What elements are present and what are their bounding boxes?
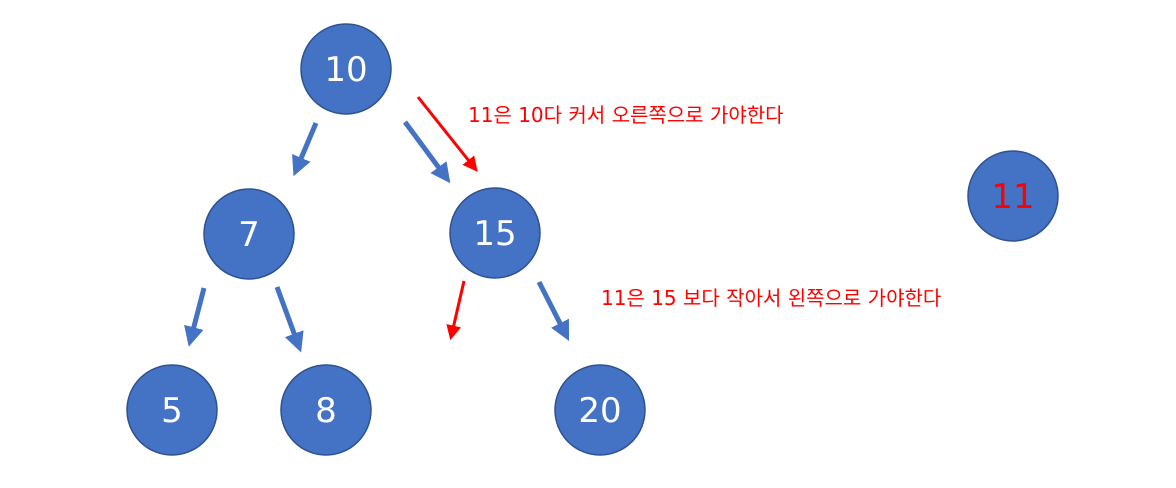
edge-10-to-7-arrow (292, 122, 319, 177)
node-11-label: 11 (991, 177, 1034, 217)
node-5: 5 (126, 364, 218, 456)
annotation-step-2: 11은 15 보다 작아서 왼쪽으로 가야한다 (601, 286, 941, 310)
node-7: 7 (203, 188, 295, 280)
node-8-label: 8 (315, 391, 337, 431)
node-11-to-insert: 11 (967, 150, 1059, 242)
node-15: 15 (449, 187, 541, 279)
edge-7-to-8-arrow (274, 286, 304, 353)
path-left-arrow (446, 280, 466, 341)
annotation-step-1: 11은 10다 커서 오른쪽으로 가야한다 (468, 103, 784, 127)
node-10: 10 (300, 23, 392, 115)
node-8: 8 (280, 364, 372, 456)
edge-15-to-20-arrow (536, 280, 570, 342)
node-20: 20 (554, 364, 646, 456)
edge-7-to-5-arrow (184, 287, 207, 347)
node-10-label: 10 (324, 50, 367, 90)
node-7-label: 7 (238, 215, 260, 255)
node-5-label: 5 (161, 391, 183, 431)
node-20-label: 20 (578, 391, 621, 431)
path-right-arrow (416, 96, 478, 172)
edge-10-to-15-arrow (402, 120, 451, 184)
node-15-label: 15 (473, 214, 516, 254)
